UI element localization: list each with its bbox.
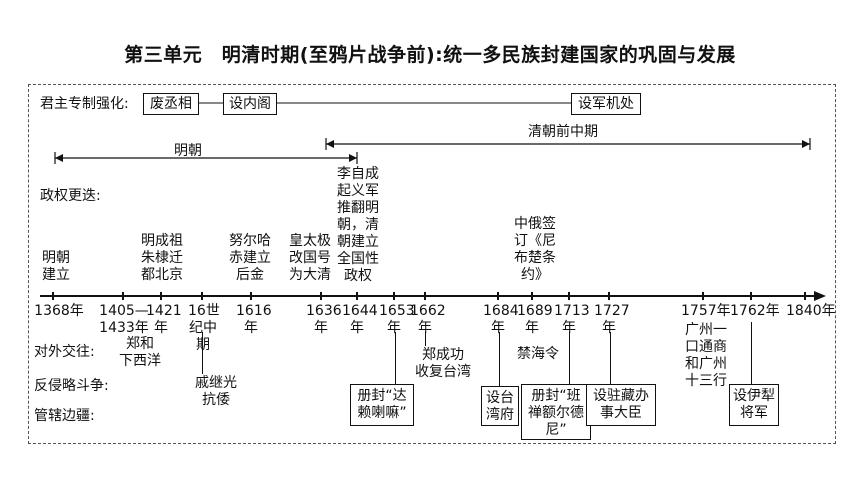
connector-1727 bbox=[610, 332, 611, 384]
row-label-resistance: 反侵略斗争: bbox=[34, 378, 109, 394]
year-1644: 1644 年 bbox=[342, 303, 378, 336]
tick-1421 bbox=[160, 292, 162, 300]
tick-1727 bbox=[608, 292, 610, 300]
tick-1840 bbox=[804, 292, 806, 300]
year-1713: 1713 年 bbox=[554, 303, 590, 336]
year-1405: 1405— 1433年 bbox=[99, 303, 149, 336]
tick-1757 bbox=[702, 292, 704, 300]
box-abolish-chancellor: 废丞相 bbox=[143, 93, 199, 115]
year-1762: 1762年 bbox=[730, 303, 780, 319]
connector-16c bbox=[202, 332, 203, 374]
year-1368: 1368年 bbox=[34, 303, 84, 319]
tick-1644 bbox=[356, 292, 358, 300]
connector-1713 bbox=[569, 332, 570, 384]
year-1689: 1689 年 bbox=[517, 303, 553, 336]
box-tibet-amban: 设驻藏办 事大臣 bbox=[586, 384, 656, 426]
tick-1653 bbox=[393, 292, 395, 300]
tick-1662 bbox=[424, 292, 426, 300]
event-qi-jiguang: 戚继光 抗倭 bbox=[195, 375, 237, 408]
event-great-qing: 皇太极 改国号 为大清 bbox=[289, 233, 331, 283]
tick-1616 bbox=[250, 292, 252, 300]
tick-1368 bbox=[52, 292, 54, 300]
tick-16c bbox=[201, 292, 203, 300]
tick-1689 bbox=[531, 292, 533, 300]
period-qing: 清朝前中期 bbox=[528, 124, 598, 140]
event-ming-founded: 明朝 建立 bbox=[42, 250, 70, 283]
connector-1653 bbox=[395, 332, 396, 384]
year-1662: 1662 年 bbox=[410, 303, 446, 336]
row-label-autocracy: 君主专制强化: bbox=[40, 96, 129, 112]
year-1727: 1727 年 bbox=[594, 303, 630, 336]
connector-1662 bbox=[425, 332, 426, 346]
tick-1684 bbox=[497, 292, 499, 300]
box-taiwan-prefecture: 设台 湾府 bbox=[481, 386, 519, 426]
year-1684: 1684 年 bbox=[483, 303, 519, 336]
tick-1636 bbox=[320, 292, 322, 300]
box-ili-general: 设伊犁 将军 bbox=[729, 384, 779, 426]
row-label-frontier: 管辖边疆: bbox=[34, 408, 95, 424]
event-nerchinsk-treaty: 中俄签 订《尼 布楚条 约》 bbox=[514, 216, 556, 283]
event-sea-ban: 禁海令 bbox=[517, 346, 559, 362]
tick-1405 bbox=[122, 292, 124, 300]
event-canton-system: 广州一 口通商 和广州 十三行 bbox=[685, 322, 727, 389]
event-zheng-chenggong: 郑成功 收复台湾 bbox=[415, 347, 471, 380]
tick-1762 bbox=[750, 292, 752, 300]
year-1757: 1757年 bbox=[681, 303, 731, 319]
event-yongle-capital: 明成祖 朱棣迁 都北京 bbox=[141, 233, 183, 283]
connector-1684 bbox=[499, 332, 500, 386]
year-1840: 1840年 bbox=[786, 303, 836, 319]
connector-1762 bbox=[751, 322, 752, 384]
year-16c: 16世 纪中 期 bbox=[188, 303, 220, 353]
event-later-jin: 努尔哈 赤建立 后金 bbox=[229, 233, 271, 283]
year-1636: 1636 年 bbox=[306, 303, 342, 336]
year-1616: 1616 年 bbox=[236, 303, 272, 336]
timeline-frame bbox=[28, 84, 836, 444]
box-cabinet: 设内阁 bbox=[223, 93, 277, 115]
box-dalai-lama: 册封“达 赖喇嘛” bbox=[350, 384, 414, 426]
row-label-foreign: 对外交往: bbox=[34, 344, 95, 360]
box-panchen-erdeni: 册封“班 禅额尔德 尼” bbox=[521, 384, 591, 440]
row-label-regime: 政权更迭: bbox=[40, 188, 101, 204]
event-zheng-he-voyages: 郑和 下西洋 bbox=[119, 336, 161, 369]
year-1421: 1421 年 bbox=[146, 303, 182, 336]
tick-1713 bbox=[568, 292, 570, 300]
event-ming-overthrown: 李自成 起义军 推翻明 朝，清 朝建立 全国性 政权 bbox=[337, 166, 379, 284]
box-grand-council: 设军机处 bbox=[571, 93, 641, 115]
year-1653: 1653 年 bbox=[379, 303, 415, 336]
period-ming: 明朝 bbox=[174, 143, 202, 159]
page-title: 第三单元 明清时期(至鸦片战争前):统一多民族封建国家的巩固与发展 bbox=[124, 44, 736, 66]
